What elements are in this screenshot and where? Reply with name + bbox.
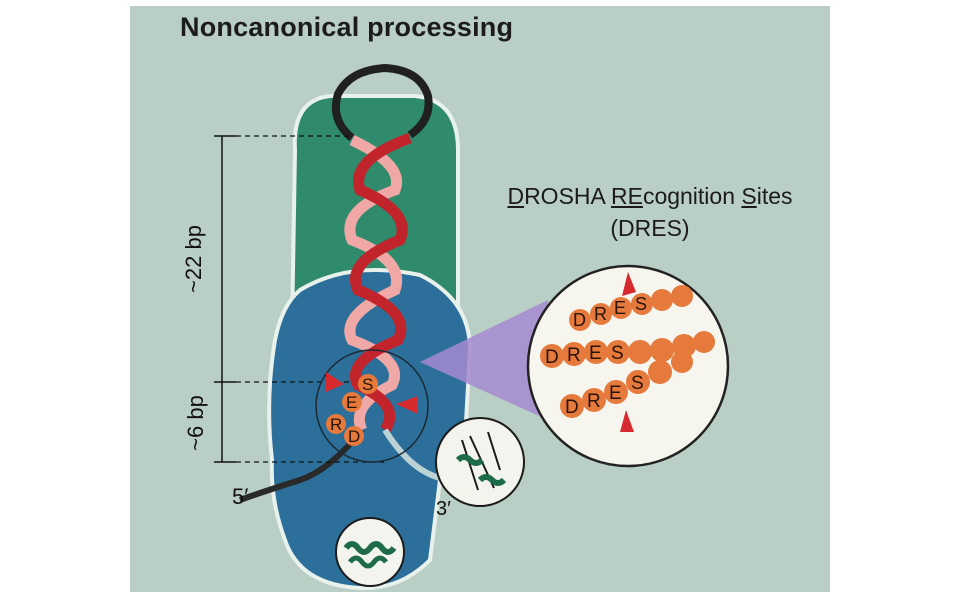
site-letter-e: E xyxy=(346,393,357,412)
zoom-wedge xyxy=(420,300,548,420)
page-title: Noncanonical processing xyxy=(180,12,514,42)
zoom-row-2-letter-r: R xyxy=(567,345,581,366)
zoom-row-1: D R E S xyxy=(569,285,693,331)
zoom-row-2-letter-d: D xyxy=(545,347,559,368)
zoom-row-1-letter-r: R xyxy=(594,304,607,324)
site-letter-r: R xyxy=(330,415,342,434)
site-dot-e xyxy=(342,392,362,412)
site-dot-d xyxy=(344,426,364,446)
site-letters: E S R D xyxy=(326,374,378,446)
dres-heading-d: D xyxy=(507,183,525,209)
pink-strand xyxy=(344,135,402,433)
zoom-row-3-letter-e: E xyxy=(609,383,622,404)
site-dot-s xyxy=(358,374,378,394)
zoom-row-1-letter-s: S xyxy=(635,294,647,314)
red-strand xyxy=(350,132,412,434)
zoom-row-1-letter-e: E xyxy=(614,298,626,318)
cleavage-triangle-lower xyxy=(396,396,418,414)
zoom-row-1-letter-d: D xyxy=(573,310,586,330)
end-3prime-label: 3′ xyxy=(436,498,451,520)
zoom-row-3-letter-r: R xyxy=(587,391,601,412)
measure-short-label: ~6 bp xyxy=(182,395,208,451)
zoom-row-3-letter-s: S xyxy=(631,373,644,394)
dres-heading-ites: ites xyxy=(756,183,793,209)
terminal-loop xyxy=(331,63,433,142)
site-letter-d: D xyxy=(348,427,360,446)
zoom-triangle-top xyxy=(622,272,636,296)
zoom-row-3-letter-d: D xyxy=(565,397,579,418)
zoom-row-2-letter-s: S xyxy=(611,343,624,364)
zoom-circle: D R E S D R E S xyxy=(526,264,730,468)
site-letter-s: S xyxy=(362,375,373,394)
dres-heading-cognition: cognition xyxy=(642,183,742,209)
zoom-triangle-bottom xyxy=(620,410,634,432)
domain-circle-bottom xyxy=(335,517,405,587)
dres-heading: DROSHA REcognition Sites (DRES) xyxy=(470,180,830,244)
dres-heading-line-1: DROSHA REcognition Sites xyxy=(470,180,830,212)
zoom-row-2: D R E S xyxy=(540,331,715,368)
end-5prime-label: 5′ xyxy=(232,484,249,509)
site-outline xyxy=(315,349,429,463)
zoom-row-3: D R E S xyxy=(560,351,693,418)
dres-heading-line-2: (DRES) xyxy=(610,215,690,241)
cleavage-triangle-upper xyxy=(326,372,344,392)
domain-circle-right xyxy=(435,417,525,507)
measure-long-label: ~22 bp xyxy=(180,225,206,293)
blue-body xyxy=(267,268,473,591)
zoom-row-2-letter-e: E xyxy=(589,343,602,364)
dres-heading-s: S xyxy=(741,183,757,209)
dres-heading-re: RE xyxy=(610,183,643,209)
site-dot-r xyxy=(326,414,346,434)
tail-5prime xyxy=(238,428,365,503)
dres-heading-rosha: ROSHA xyxy=(524,183,611,209)
